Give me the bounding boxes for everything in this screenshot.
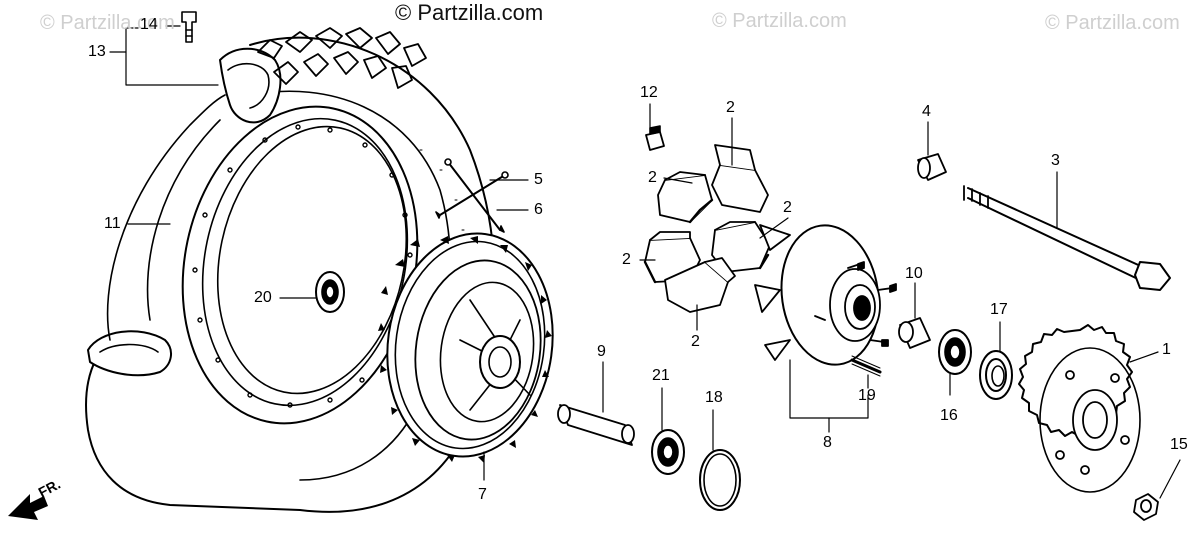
sprocket-flange: [754, 224, 897, 366]
watermark-main: © Partzilla.com: [395, 0, 544, 25]
tire-valve: [181, 11, 197, 43]
callout-21: 21: [652, 367, 670, 384]
watermark: © Partzilla.com: [40, 12, 175, 34]
watermark: © Partzilla.com: [712, 10, 847, 32]
front-direction-arrow-icon: [8, 494, 48, 520]
distance-collar-9: [557, 404, 635, 446]
tire: [85, 27, 496, 513]
callout-14: 14: [140, 16, 158, 33]
callout-11: 11: [104, 215, 121, 232]
callout-10: 10: [905, 265, 923, 282]
sprocket-1: [1018, 324, 1141, 493]
circlip-18: [699, 449, 741, 511]
callout-9: 9: [597, 343, 606, 360]
nut-15: [1133, 493, 1159, 521]
collar-4: [917, 153, 947, 181]
stud-19: [850, 355, 882, 377]
oil-seal-17: [979, 350, 1013, 400]
callout-1: 1: [1162, 341, 1171, 358]
watermark: © Partzilla.com: [1045, 12, 1180, 34]
wheel-hub: [378, 232, 554, 463]
callout-2-top: 2: [726, 99, 735, 116]
damper-rubbers: [643, 144, 771, 313]
callout-17: 17: [990, 301, 1008, 318]
callout-4: 4: [922, 103, 931, 120]
callout-12: 12: [640, 84, 658, 101]
bearing-21: [651, 429, 685, 475]
callout-19: 19: [858, 387, 876, 404]
callout-8: 8: [823, 434, 832, 451]
bearing-16: [938, 329, 972, 375]
callout-3: 3: [1051, 152, 1060, 169]
callout-20: 20: [254, 289, 272, 306]
callout-2-left-mid: 2: [622, 251, 631, 268]
callout-6: 6: [534, 201, 543, 218]
callout-7: 7: [478, 486, 487, 503]
rim: [181, 105, 419, 425]
rim-band-wires: [435, 158, 509, 233]
bearing-20: [315, 271, 345, 313]
callout-18: 18: [705, 389, 723, 406]
callout-16: 16: [940, 407, 958, 424]
leader-lines: [109, 25, 1181, 499]
callout-2-bottom: 2: [691, 333, 700, 350]
callout-2-right: 2: [783, 199, 792, 216]
callout-2-left-upper: 2: [648, 169, 657, 186]
callout-5: 5: [534, 171, 543, 188]
bolt-12: [645, 125, 665, 151]
collar-10: [898, 317, 931, 349]
axle-3: [963, 185, 1171, 291]
callout-15: 15: [1170, 436, 1188, 453]
callout-13: 13: [88, 43, 106, 60]
